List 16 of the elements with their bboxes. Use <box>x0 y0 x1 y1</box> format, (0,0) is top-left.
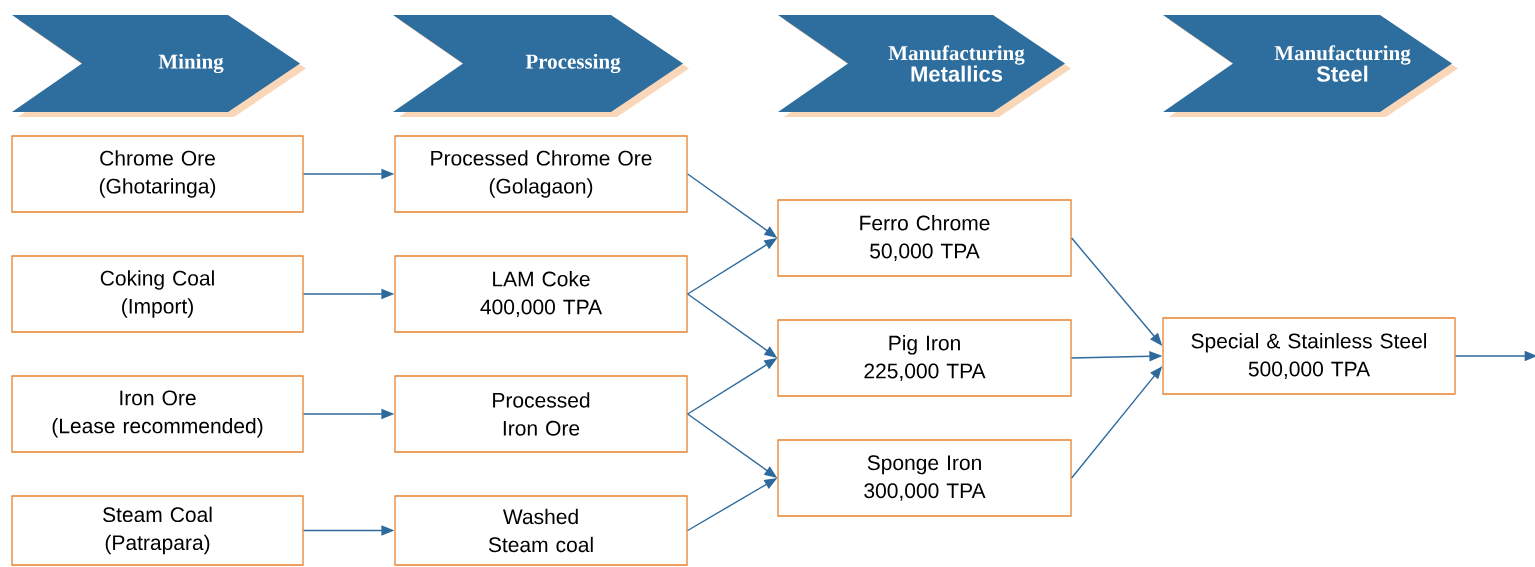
process-box: Processed Iron Ore <box>394 375 688 453</box>
process-box: Processed Chrome Ore (Golagaon) <box>394 135 688 213</box>
process-box: Steam Coal (Patrapara) <box>11 495 304 566</box>
stage-chevron: Mining <box>12 15 306 117</box>
stage-chevron: Manufacturing Steel <box>1163 15 1458 117</box>
stage-chevron: Manufacturing Metallics <box>778 15 1071 117</box>
process-box: Ferro Chrome 50,000 TPA <box>777 199 1072 277</box>
stage-chevron: Processing <box>393 15 689 117</box>
process-box: Sponge Iron 300,000 TPA <box>777 439 1072 517</box>
process-box: Special & Stainless Steel 500,000 TPA <box>1162 317 1456 395</box>
process-box: Washed Steam coal <box>394 495 688 566</box>
process-box: Iron Ore (Lease recommended) <box>11 375 304 453</box>
process-box: Pig Iron 225,000 TPA <box>777 319 1072 397</box>
process-box: LAM Coke 400,000 TPA <box>394 255 688 333</box>
process-box: Chrome Ore (Ghotaringa) <box>11 135 304 213</box>
process-box: Coking Coal (Import) <box>11 255 304 333</box>
